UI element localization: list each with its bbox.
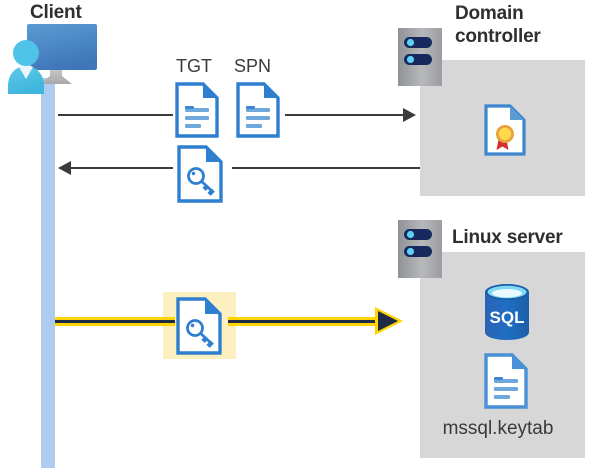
domain-controller-title: Domain controller: [455, 3, 541, 47]
arrowhead-to-client: [58, 161, 71, 175]
certificate-document-icon: [484, 104, 526, 156]
spn-label: SPN: [234, 56, 272, 76]
linux-server-title: Linux server: [452, 227, 563, 248]
document-icon: [484, 353, 528, 409]
yellow-connector-right: [228, 317, 378, 326]
key-document-icon: [176, 297, 224, 355]
svg-text:SQL: SQL: [490, 308, 525, 327]
yellow-connector-left: [55, 317, 175, 326]
server-rack-icon: [398, 28, 442, 86]
client-title: Client: [30, 2, 82, 23]
connector-domain-controller-to-ticket: [232, 167, 420, 169]
arrowhead-to-domain-controller: [403, 108, 416, 122]
connector-spn-to-domain-controller: [285, 114, 413, 116]
server-rack-icon: [398, 220, 442, 278]
sql-database-icon: SQL: [482, 283, 532, 341]
connector-ticket-to-client: [70, 167, 173, 169]
document-icon: [175, 82, 219, 138]
document-icon: [236, 82, 280, 138]
yellow-arrowhead-to-linux-server: [378, 311, 398, 331]
tgt-label: TGT: [176, 56, 212, 76]
keytab-file-label: mssql.keytab: [442, 418, 554, 439]
key-document-icon: [177, 145, 225, 203]
connector-client-to-tgt: [58, 114, 173, 116]
client-user-computer-icon: [6, 24, 110, 94]
client-lifeline-bar: [41, 78, 55, 468]
